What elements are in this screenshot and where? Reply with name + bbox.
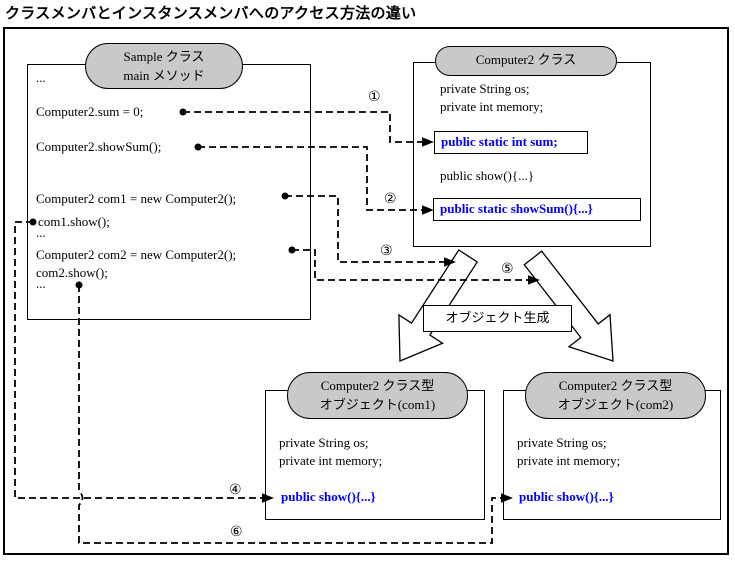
- sample-class-bubble-line1: Sample クラス: [123, 49, 205, 64]
- code-ellipsis-3: ...: [36, 276, 46, 291]
- class-field-memory: private int memory;: [440, 99, 544, 114]
- class-method-show: public show(){...}: [440, 168, 535, 183]
- computer2-class-bubble: Computer2 クラス: [435, 46, 617, 76]
- com1-object-bubble: Computer2 クラス型 オブジェクト(com1): [287, 372, 468, 419]
- code-com2-show: com2.show();: [36, 265, 108, 280]
- diagram-border: [3, 27, 729, 555]
- sample-class-bubble: Sample クラス main メソッド: [85, 43, 243, 89]
- arrowhead-3-icon: [444, 257, 456, 267]
- com2-bubble-line2: オブジェクト(com2): [557, 397, 674, 412]
- com2-method-show: public show(){...}: [519, 489, 614, 504]
- connector-2-showsum-access: [198, 146, 423, 211]
- object-creation-label: オブジェクト生成: [423, 305, 572, 332]
- page-title: クラスメンバとインスタンスメンバへのアクセス方法の違い: [5, 5, 417, 22]
- connector-5-new-com2: [292, 249, 529, 281]
- com2-field-memory: private int memory;: [517, 453, 621, 468]
- dot-com2-show-statement: [75, 281, 83, 289]
- sample-class-box: [27, 64, 311, 320]
- dot-showsum-statement: [194, 143, 202, 151]
- class-field-os: private String os;: [440, 81, 530, 96]
- com1-method-show: public show(){...}: [281, 489, 376, 504]
- marker-6: ⑥: [230, 524, 243, 540]
- connector-arrowheads: [262, 137, 540, 503]
- connector-4-com1-show: [14, 221, 263, 499]
- com2-bubble-line1: Computer2 クラス型: [558, 378, 673, 393]
- dot-new-com1-statement: [281, 192, 289, 200]
- connector-3-new-com1: [285, 195, 445, 263]
- dot-new-com2-statement: [288, 246, 296, 254]
- com1-bubble-line2: オブジェクト(com1): [319, 397, 436, 412]
- code-showsum-call: Computer2.showSum();: [36, 139, 162, 154]
- code-ellipsis-2: ...: [36, 225, 46, 240]
- marker-5: ⑤: [501, 261, 514, 277]
- dot-sum-statement: [179, 108, 187, 116]
- code-new-com1: Computer2 com1 = new Computer2();: [36, 191, 237, 206]
- com2-field-os: private String os;: [517, 435, 607, 450]
- code-new-com2: Computer2 com2 = new Computer2();: [36, 247, 237, 262]
- arrowhead-6-icon: [501, 493, 513, 503]
- code-sum-assign: Computer2.sum = 0;: [36, 104, 144, 119]
- arrowhead-1-icon: [422, 137, 434, 147]
- arrowhead-2-icon: [422, 205, 434, 215]
- connector-6-com2-show: [78, 285, 502, 544]
- dashed-connectors: [14, 111, 529, 544]
- com2-object-bubble: Computer2 クラス型 オブジェクト(com2): [525, 372, 706, 419]
- sample-class-bubble-line2: main メソッド: [123, 68, 205, 83]
- com1-bubble-line1: Computer2 クラス型: [320, 378, 435, 393]
- code-ellipsis-1: ...: [36, 70, 46, 85]
- marker-1: ①: [368, 89, 381, 105]
- connector-dots: [29, 108, 296, 289]
- connector-1-sum-access: [183, 111, 423, 143]
- marker-2: ②: [384, 191, 397, 207]
- marker-4: ④: [229, 482, 242, 498]
- com1-field-os: private String os;: [279, 435, 369, 450]
- com1-field-memory: private int memory;: [279, 453, 383, 468]
- code-com1-show: com1.show();: [38, 214, 110, 229]
- arrowhead-5-icon: [528, 275, 540, 285]
- class-static-method-showsum: public static showSum(){...}: [433, 198, 641, 221]
- dot-com1-show-statement: [29, 218, 37, 226]
- marker-3: ③: [380, 243, 393, 259]
- arrowhead-4-icon: [262, 493, 274, 503]
- class-static-field-sum: public static int sum;: [434, 131, 588, 154]
